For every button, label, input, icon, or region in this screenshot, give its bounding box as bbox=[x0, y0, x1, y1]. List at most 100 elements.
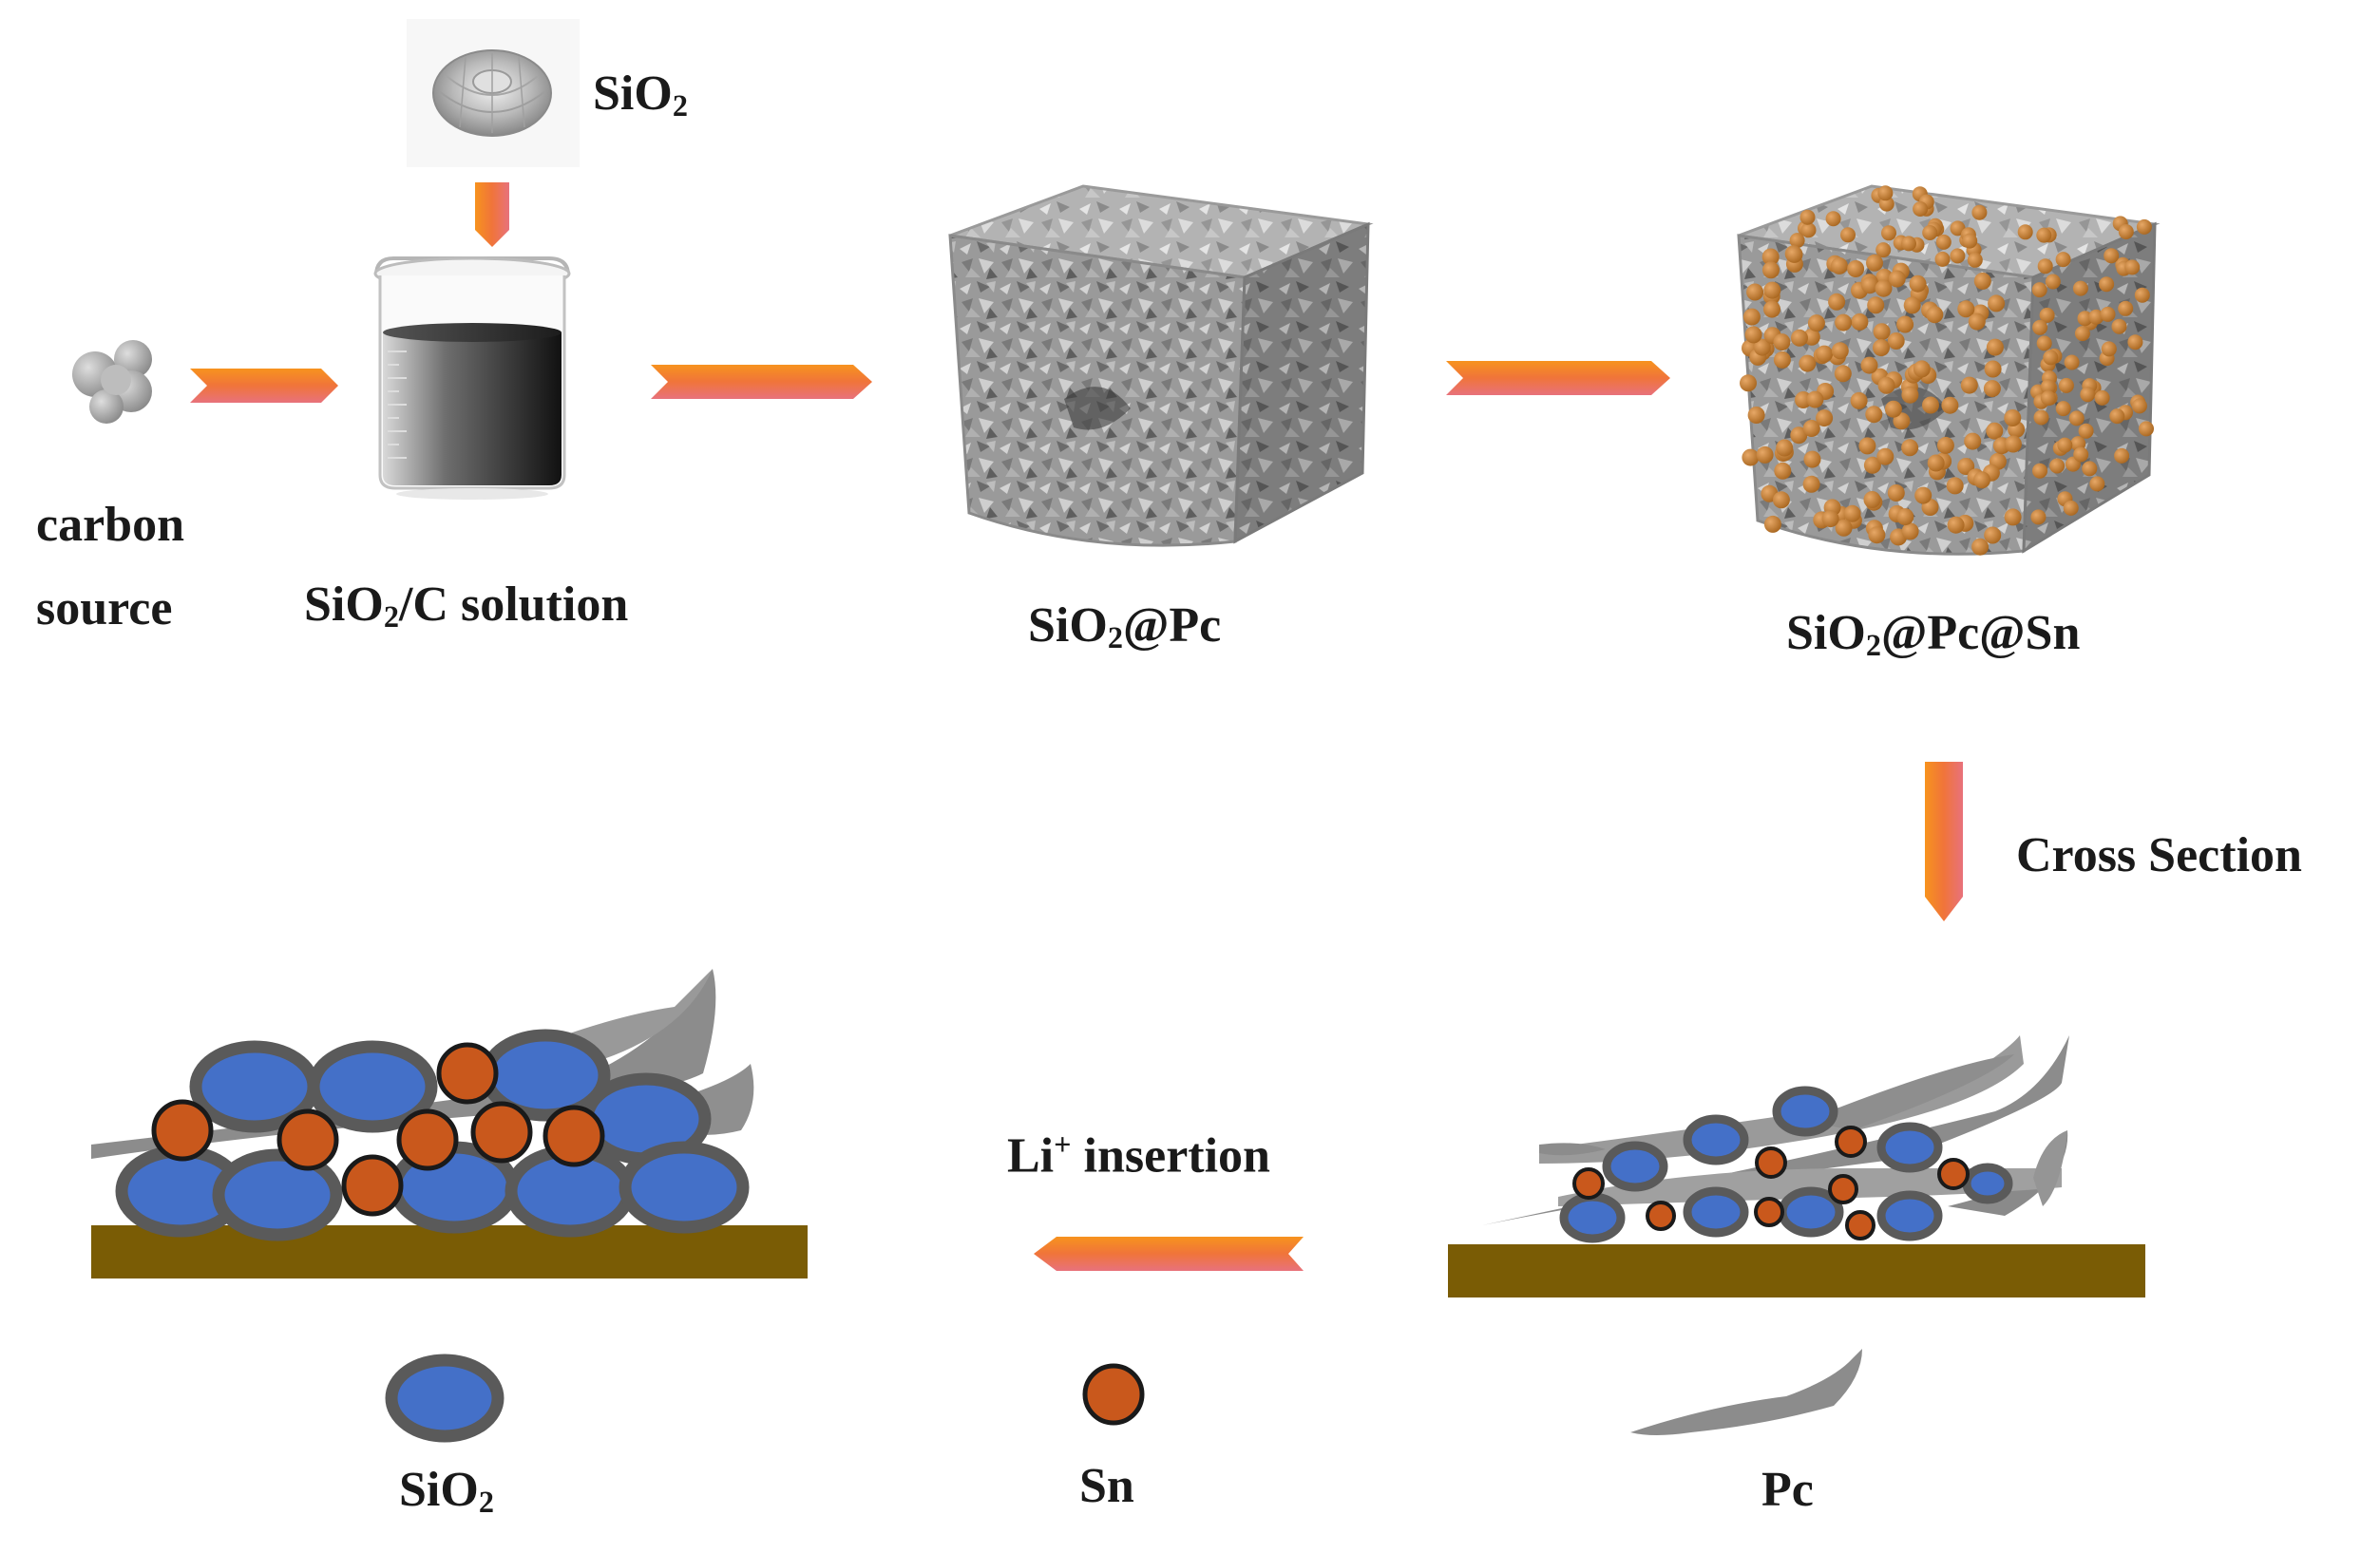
sn-bead bbox=[1983, 380, 2001, 398]
sn-bead bbox=[1831, 342, 1849, 360]
sn-bead bbox=[1935, 234, 1952, 250]
sn-bead bbox=[1802, 420, 1820, 437]
sio2-particle bbox=[1876, 1190, 1943, 1241]
sn-particle bbox=[543, 1105, 605, 1167]
sn-bead bbox=[1773, 333, 1791, 351]
sn-bead bbox=[1863, 456, 1881, 474]
sn-bead bbox=[1740, 374, 1757, 392]
sn-bead bbox=[1957, 458, 1975, 475]
sn-bead bbox=[2094, 389, 2110, 406]
sn-bead bbox=[1807, 314, 1825, 332]
sn-bead bbox=[1913, 201, 1929, 217]
sn-bead bbox=[1968, 312, 1986, 331]
sn-bead bbox=[1887, 484, 1905, 502]
cross-section-structure bbox=[1448, 1035, 2145, 1297]
sn-bead bbox=[1761, 248, 1780, 266]
sn-bead bbox=[1950, 248, 1966, 264]
legend-sn-label: Sn bbox=[1079, 1459, 1134, 1513]
sn-particle bbox=[436, 1042, 499, 1105]
sn-bead bbox=[1802, 475, 1820, 493]
sio2-particle bbox=[307, 1040, 438, 1133]
sn-bead bbox=[2088, 309, 2104, 325]
sn-bead bbox=[2040, 379, 2056, 395]
cross-section-arrow-icon bbox=[1925, 762, 1963, 921]
sio2-particle bbox=[1559, 1192, 1626, 1243]
sio2-pc-sn-label: SiO2@Pc@Sn bbox=[1786, 606, 2081, 663]
sn-bead bbox=[1986, 422, 2004, 440]
sn-bead bbox=[1901, 522, 1919, 540]
sn-bead bbox=[1873, 339, 1890, 357]
sn-bead bbox=[1744, 326, 1762, 344]
sn-bead bbox=[1835, 519, 1853, 537]
sn-bead bbox=[2080, 387, 2096, 403]
sn-particle bbox=[1845, 1210, 1875, 1241]
sn-bead bbox=[2078, 423, 2094, 439]
sio2-particle bbox=[1876, 1122, 1943, 1173]
sn-bead bbox=[2064, 354, 2080, 370]
sn-bead bbox=[1962, 233, 1978, 249]
sn-bead bbox=[2039, 307, 2055, 323]
sn-bead bbox=[2032, 319, 2048, 335]
sn-bead bbox=[2040, 390, 2056, 407]
sn-bead bbox=[1806, 390, 1824, 408]
lithiated-particles bbox=[115, 1029, 750, 1241]
sn-particle bbox=[470, 1101, 533, 1164]
sn-bead bbox=[1772, 491, 1790, 509]
sio2-torus-icon bbox=[407, 19, 580, 167]
sn-bead bbox=[1901, 386, 1919, 404]
sn-bead bbox=[1802, 328, 1820, 346]
sn-bead bbox=[1960, 376, 1978, 394]
sn-bead bbox=[2118, 224, 2134, 239]
sn-bead bbox=[1946, 477, 1964, 495]
sn-bead bbox=[2057, 437, 2073, 453]
sn-bead bbox=[1936, 436, 1954, 454]
sn-bead bbox=[1934, 251, 1951, 267]
arrow-solution-to-sio2pc-icon bbox=[651, 365, 872, 399]
sn-bead bbox=[2068, 410, 2085, 426]
sio2-particle bbox=[1683, 1186, 1749, 1238]
carbon-source-label-line1: carbon bbox=[36, 498, 184, 552]
sn-bead bbox=[1884, 400, 1902, 418]
sn-bead bbox=[2073, 446, 2089, 463]
sn-bead bbox=[1984, 526, 2002, 544]
sn-bead bbox=[2004, 508, 2022, 526]
sio2-c-solution-label: SiO2/C solution bbox=[304, 578, 629, 634]
sn-bead bbox=[2004, 409, 2022, 426]
sn-bead bbox=[2109, 408, 2125, 425]
sn-bead bbox=[1840, 227, 1856, 243]
sn-bead bbox=[2136, 218, 2152, 235]
sn-bead bbox=[2049, 458, 2066, 474]
sio2-template-label: SiO2 bbox=[593, 66, 688, 123]
sn-bead bbox=[1863, 491, 1881, 508]
cross-section-label: Cross Section bbox=[2016, 828, 2302, 882]
sio2-particle bbox=[1683, 1114, 1749, 1165]
sn-bead bbox=[2045, 274, 2061, 290]
sn-bead bbox=[1799, 354, 1817, 372]
sn-bead bbox=[1746, 283, 1764, 301]
sn-bead bbox=[1756, 445, 1774, 464]
legend-sio2-label: SiO2 bbox=[399, 1463, 494, 1520]
sn-bead bbox=[1988, 294, 2006, 312]
sn-bead bbox=[1903, 296, 1921, 314]
sn-bead bbox=[1753, 338, 1771, 356]
sn-bead bbox=[1873, 323, 1891, 341]
sn-bead bbox=[1858, 437, 1876, 455]
sn-bead bbox=[1816, 345, 1834, 363]
sn-bead bbox=[1875, 279, 1893, 297]
sn-bead-cluster bbox=[1740, 185, 2154, 556]
sn-bead bbox=[1861, 276, 1878, 294]
sn-bead bbox=[2055, 401, 2071, 417]
sn-bead bbox=[2017, 224, 2033, 240]
sn-bead bbox=[2033, 409, 2049, 426]
sn-bead bbox=[2114, 447, 2130, 464]
sn-bead bbox=[2031, 282, 2047, 298]
li-insertion-label: Li+ insertion bbox=[1007, 1127, 1270, 1184]
sn-bead bbox=[1762, 261, 1780, 279]
sn-bead bbox=[1763, 300, 1780, 318]
sn-bead bbox=[1887, 332, 1905, 350]
sio2-particle bbox=[1962, 1163, 2013, 1204]
sio2-particle bbox=[1772, 1086, 1838, 1137]
sn-bead bbox=[2082, 461, 2098, 477]
lithiated-substrate bbox=[91, 1225, 808, 1278]
beaker-icon bbox=[373, 256, 571, 500]
